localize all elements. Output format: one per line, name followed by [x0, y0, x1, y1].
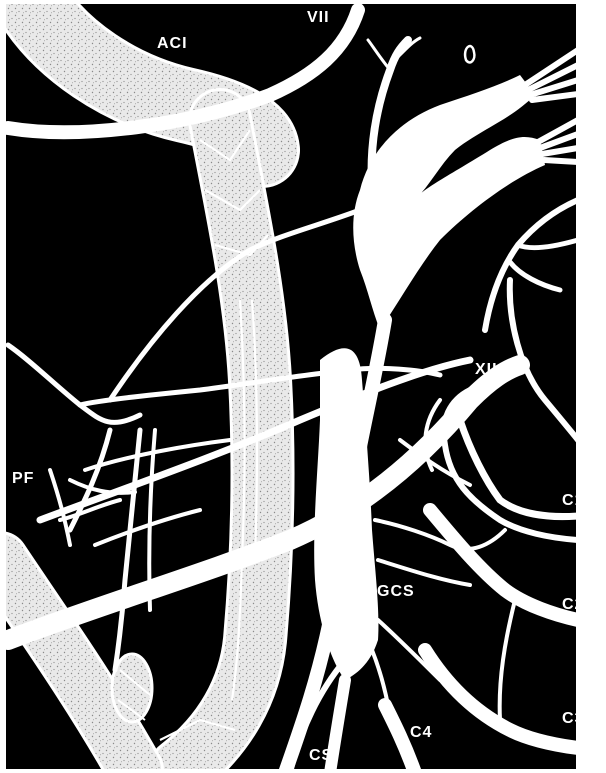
label-c3: C3	[562, 710, 584, 727]
label-c4: C4	[410, 724, 432, 741]
label-pf: PF	[12, 470, 34, 487]
label-cs: CS	[309, 747, 333, 764]
label-gcs: GCS	[377, 583, 415, 600]
label-x: X	[586, 133, 598, 150]
label-c2: C2	[562, 596, 584, 613]
label-ix: IX	[583, 37, 600, 54]
label-vii: VII	[307, 9, 330, 26]
label-aci: ACI	[157, 35, 188, 52]
label-xi: XI	[582, 231, 599, 248]
label-c1: C1	[562, 492, 584, 509]
label-xii: XII	[475, 361, 498, 378]
